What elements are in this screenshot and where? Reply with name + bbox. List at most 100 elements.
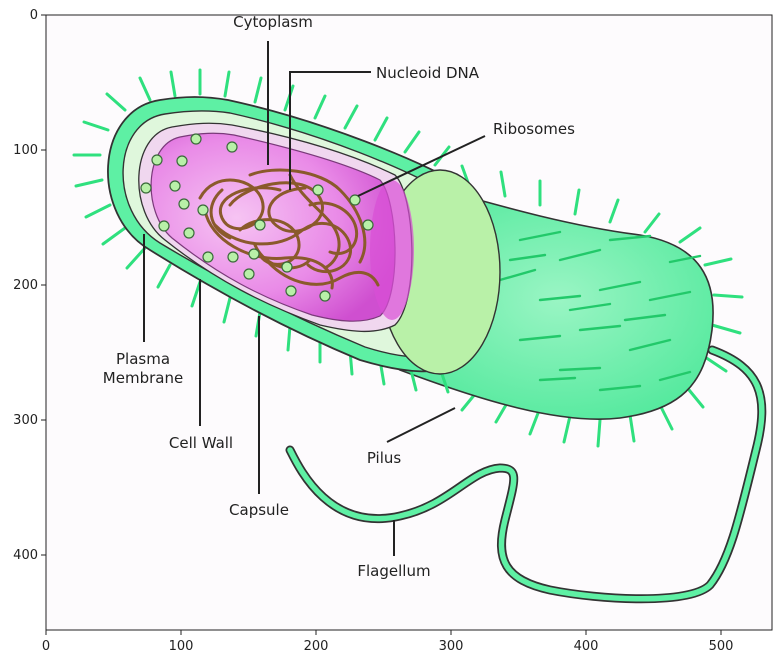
pilus-strand xyxy=(643,212,661,234)
pilus-strand xyxy=(558,248,602,262)
ribosome xyxy=(243,268,255,280)
ribosome xyxy=(226,141,238,153)
ribosome xyxy=(197,204,209,216)
ribosome xyxy=(176,155,188,167)
x-tick-label: 500 xyxy=(709,639,734,654)
pilus-strand xyxy=(518,230,562,242)
ribosome xyxy=(285,285,297,297)
y-axis: 0 100 200 300 400 xyxy=(13,8,46,563)
bacterium-illustration xyxy=(72,68,744,448)
pilus-strand xyxy=(286,324,292,352)
pilus-strand xyxy=(596,418,602,448)
ribosome xyxy=(319,290,331,302)
ribosome xyxy=(281,261,293,273)
pilus-strand xyxy=(138,76,152,102)
nucleoid-dna-tangle xyxy=(198,168,380,290)
cytoplasm-region xyxy=(150,132,396,322)
y-tick-label: 300 xyxy=(13,413,38,428)
pili-inner xyxy=(498,230,702,392)
pilus-strand xyxy=(190,280,202,308)
pilus-strand xyxy=(608,234,652,242)
pilus-strand xyxy=(710,323,742,335)
x-tick-label: 0 xyxy=(42,639,50,654)
pilus-strand xyxy=(101,226,127,246)
pilus-strand xyxy=(84,203,112,219)
pilus-strand xyxy=(558,366,602,372)
pilus-strand xyxy=(538,294,582,302)
pilus-strand xyxy=(562,414,572,444)
ribosome xyxy=(190,133,202,145)
leader-ribosomes xyxy=(357,135,486,197)
leader-nucleoid xyxy=(289,71,371,190)
pilus-strand xyxy=(598,384,642,392)
pilus-strand xyxy=(658,403,674,431)
y-tick-label: 200 xyxy=(13,278,38,293)
ribosome-group xyxy=(140,133,374,302)
pilus-strand xyxy=(538,376,577,382)
pilus-strand xyxy=(223,70,231,98)
pilus-strand xyxy=(648,290,692,302)
cytoplasm-cut-face xyxy=(370,180,414,320)
pilus-strand xyxy=(668,254,702,264)
ribosome xyxy=(169,180,181,192)
ribosome xyxy=(183,227,195,239)
leader-pilus xyxy=(386,407,456,443)
pilus-strand xyxy=(156,263,172,289)
leader-lines xyxy=(143,41,486,556)
pilus-strand xyxy=(125,246,147,270)
label-cell-wall: Cell Wall xyxy=(169,434,233,452)
y-tick-label: 0 xyxy=(30,8,38,23)
pilus-strand xyxy=(508,253,547,262)
ribosome xyxy=(362,219,374,231)
y-tick-label: 100 xyxy=(13,143,38,158)
pilus-strand xyxy=(573,188,581,216)
pilus-strand xyxy=(253,76,263,104)
ribosome xyxy=(227,251,239,263)
pilus-strand xyxy=(678,226,702,244)
x-tick-label: 100 xyxy=(169,639,194,654)
x-tick-label: 300 xyxy=(439,639,464,654)
ribosome xyxy=(151,154,163,166)
pilus-strand xyxy=(568,302,612,312)
ribosome xyxy=(140,182,152,194)
ribosome xyxy=(254,219,266,231)
pilus-strand xyxy=(105,92,127,112)
pilus-strand xyxy=(578,324,622,332)
label-nucleoid-dna: Nucleoid DNA xyxy=(376,64,480,82)
pilus-strand xyxy=(498,268,537,282)
pilus-strand xyxy=(82,120,110,132)
ribosome xyxy=(178,198,190,210)
pilus-strand xyxy=(222,296,232,324)
pilus-strand xyxy=(608,198,620,224)
pilus-strand xyxy=(403,130,421,154)
label-plasma-line1: Plasma xyxy=(116,350,170,368)
ribosome xyxy=(248,248,260,260)
label-pilus: Pilus xyxy=(367,449,402,467)
pilus-strand xyxy=(703,257,733,267)
ribosome xyxy=(349,194,361,206)
ribosome xyxy=(202,251,214,263)
ribosome xyxy=(158,220,170,232)
pilus-strand xyxy=(373,116,389,142)
pilus-strand xyxy=(628,338,672,352)
x-tick-label: 400 xyxy=(574,639,599,654)
pilus-strand xyxy=(628,413,636,443)
pilus-strand xyxy=(598,280,642,292)
pilus-strand xyxy=(658,370,692,382)
y-tick-label: 400 xyxy=(13,548,38,563)
pilus-strand xyxy=(623,313,667,322)
pilus-strand xyxy=(74,178,104,188)
flagellum-fill xyxy=(287,347,765,602)
ribosome xyxy=(312,184,324,196)
pili-tail xyxy=(460,164,744,448)
pilus-strand xyxy=(313,94,327,120)
pilus-strand xyxy=(499,170,507,198)
label-ribosomes: Ribosomes xyxy=(493,120,575,138)
label-cytoplasm: Cytoplasm xyxy=(233,13,313,31)
pilus-strand xyxy=(169,70,177,98)
pilus-strand xyxy=(343,104,359,130)
label-plasma-line2: Membrane xyxy=(103,369,183,387)
pilus-strand xyxy=(712,293,744,299)
